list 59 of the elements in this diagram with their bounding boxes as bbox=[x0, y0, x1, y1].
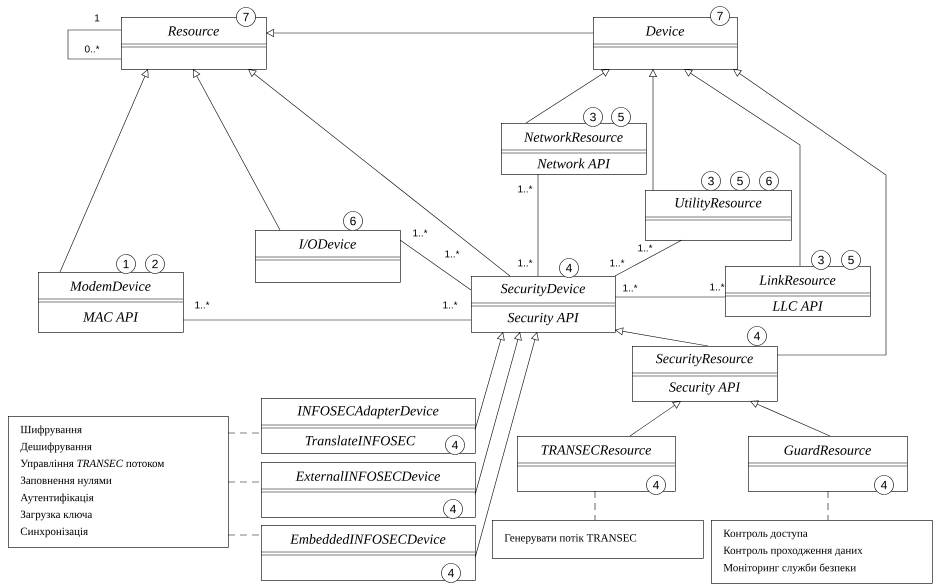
callout-number: 5 bbox=[611, 107, 631, 127]
generalization-arrow bbox=[474, 332, 522, 496]
generalization-arrow bbox=[474, 332, 505, 430]
generalization-arrow bbox=[615, 327, 708, 346]
class-box: ModemDevice MAC API bbox=[38, 272, 184, 333]
note-link bbox=[228, 432, 262, 434]
multiplicity-label: 1..* bbox=[638, 244, 652, 252]
callout-number: 4 bbox=[747, 326, 767, 346]
callout-number: 2 bbox=[145, 254, 165, 274]
note-box: Контроль доступа Контроль проходження даних Моніторинг служби безпеки bbox=[711, 520, 933, 584]
class-box: UtilityResource bbox=[644, 190, 792, 241]
multiplicity-label: 1..* bbox=[413, 230, 428, 236]
callout-number: 4 bbox=[874, 475, 894, 495]
class-box: SecurityResource Security API bbox=[632, 346, 778, 402]
generalization-arrow bbox=[474, 332, 539, 558]
class-box: SecurityDevice Security API bbox=[470, 276, 616, 333]
callout-number: 3 bbox=[811, 250, 831, 270]
note-link bbox=[228, 534, 262, 536]
multiplicity-label: 1..* bbox=[610, 260, 624, 266]
generalization-arrow bbox=[684, 69, 800, 266]
multiplicity-label: 0..* bbox=[84, 45, 100, 53]
multiplicity-label: 1..* bbox=[518, 186, 532, 192]
association-line bbox=[614, 296, 726, 298]
callout-number: 3 bbox=[701, 171, 721, 191]
multiplicity-label: 1..* bbox=[623, 284, 638, 292]
callout-number: 4 bbox=[443, 499, 463, 519]
generalization-arrow bbox=[60, 69, 149, 272]
callout-number: 7 bbox=[710, 6, 730, 26]
multiplicity-label: 1..* bbox=[445, 250, 460, 258]
callout-number: 6 bbox=[759, 171, 779, 191]
callout-number: 4 bbox=[445, 435, 465, 455]
callout-number: 6 bbox=[343, 211, 363, 231]
generalization-arrow bbox=[733, 69, 886, 356]
class-box: NetworkResource Network API bbox=[500, 123, 647, 175]
multiplicity-label: 1..* bbox=[195, 302, 210, 308]
class-box: I/ODevice bbox=[254, 230, 401, 283]
association-line bbox=[400, 240, 472, 290]
association-line bbox=[614, 240, 682, 276]
multiplicity-label: 1..* bbox=[518, 260, 532, 266]
multiplicity-label: 1..* bbox=[710, 284, 724, 290]
note-link bbox=[594, 490, 596, 520]
class-box: LinkResource LLC API bbox=[724, 266, 871, 317]
callout-number: 5 bbox=[841, 250, 861, 270]
association-line bbox=[68, 30, 122, 60]
generalization-arrow bbox=[526, 69, 610, 124]
note-box: Генерувати потік TRANSEC bbox=[492, 520, 704, 559]
callout-number: 1 bbox=[116, 254, 136, 274]
generalization-arrow bbox=[193, 69, 280, 230]
generalization-arrow bbox=[248, 69, 510, 276]
callout-number: 3 bbox=[583, 107, 603, 127]
callout-number: 7 bbox=[236, 7, 256, 27]
multiplicity-label: 1 bbox=[95, 14, 100, 22]
multiplicity-label: 1..* bbox=[443, 302, 458, 308]
callout-number: 5 bbox=[730, 171, 750, 191]
note-box: Шифрування Дешифрування Управління TRANSEC потоком Заповнення нулями Аутентифікація Загрузка ключа Синхронізація bbox=[8, 416, 229, 548]
callout-number: 4 bbox=[441, 563, 461, 583]
callout-number: 4 bbox=[559, 258, 579, 278]
callout-number: 4 bbox=[646, 475, 666, 495]
generalization-arrow bbox=[630, 401, 681, 436]
